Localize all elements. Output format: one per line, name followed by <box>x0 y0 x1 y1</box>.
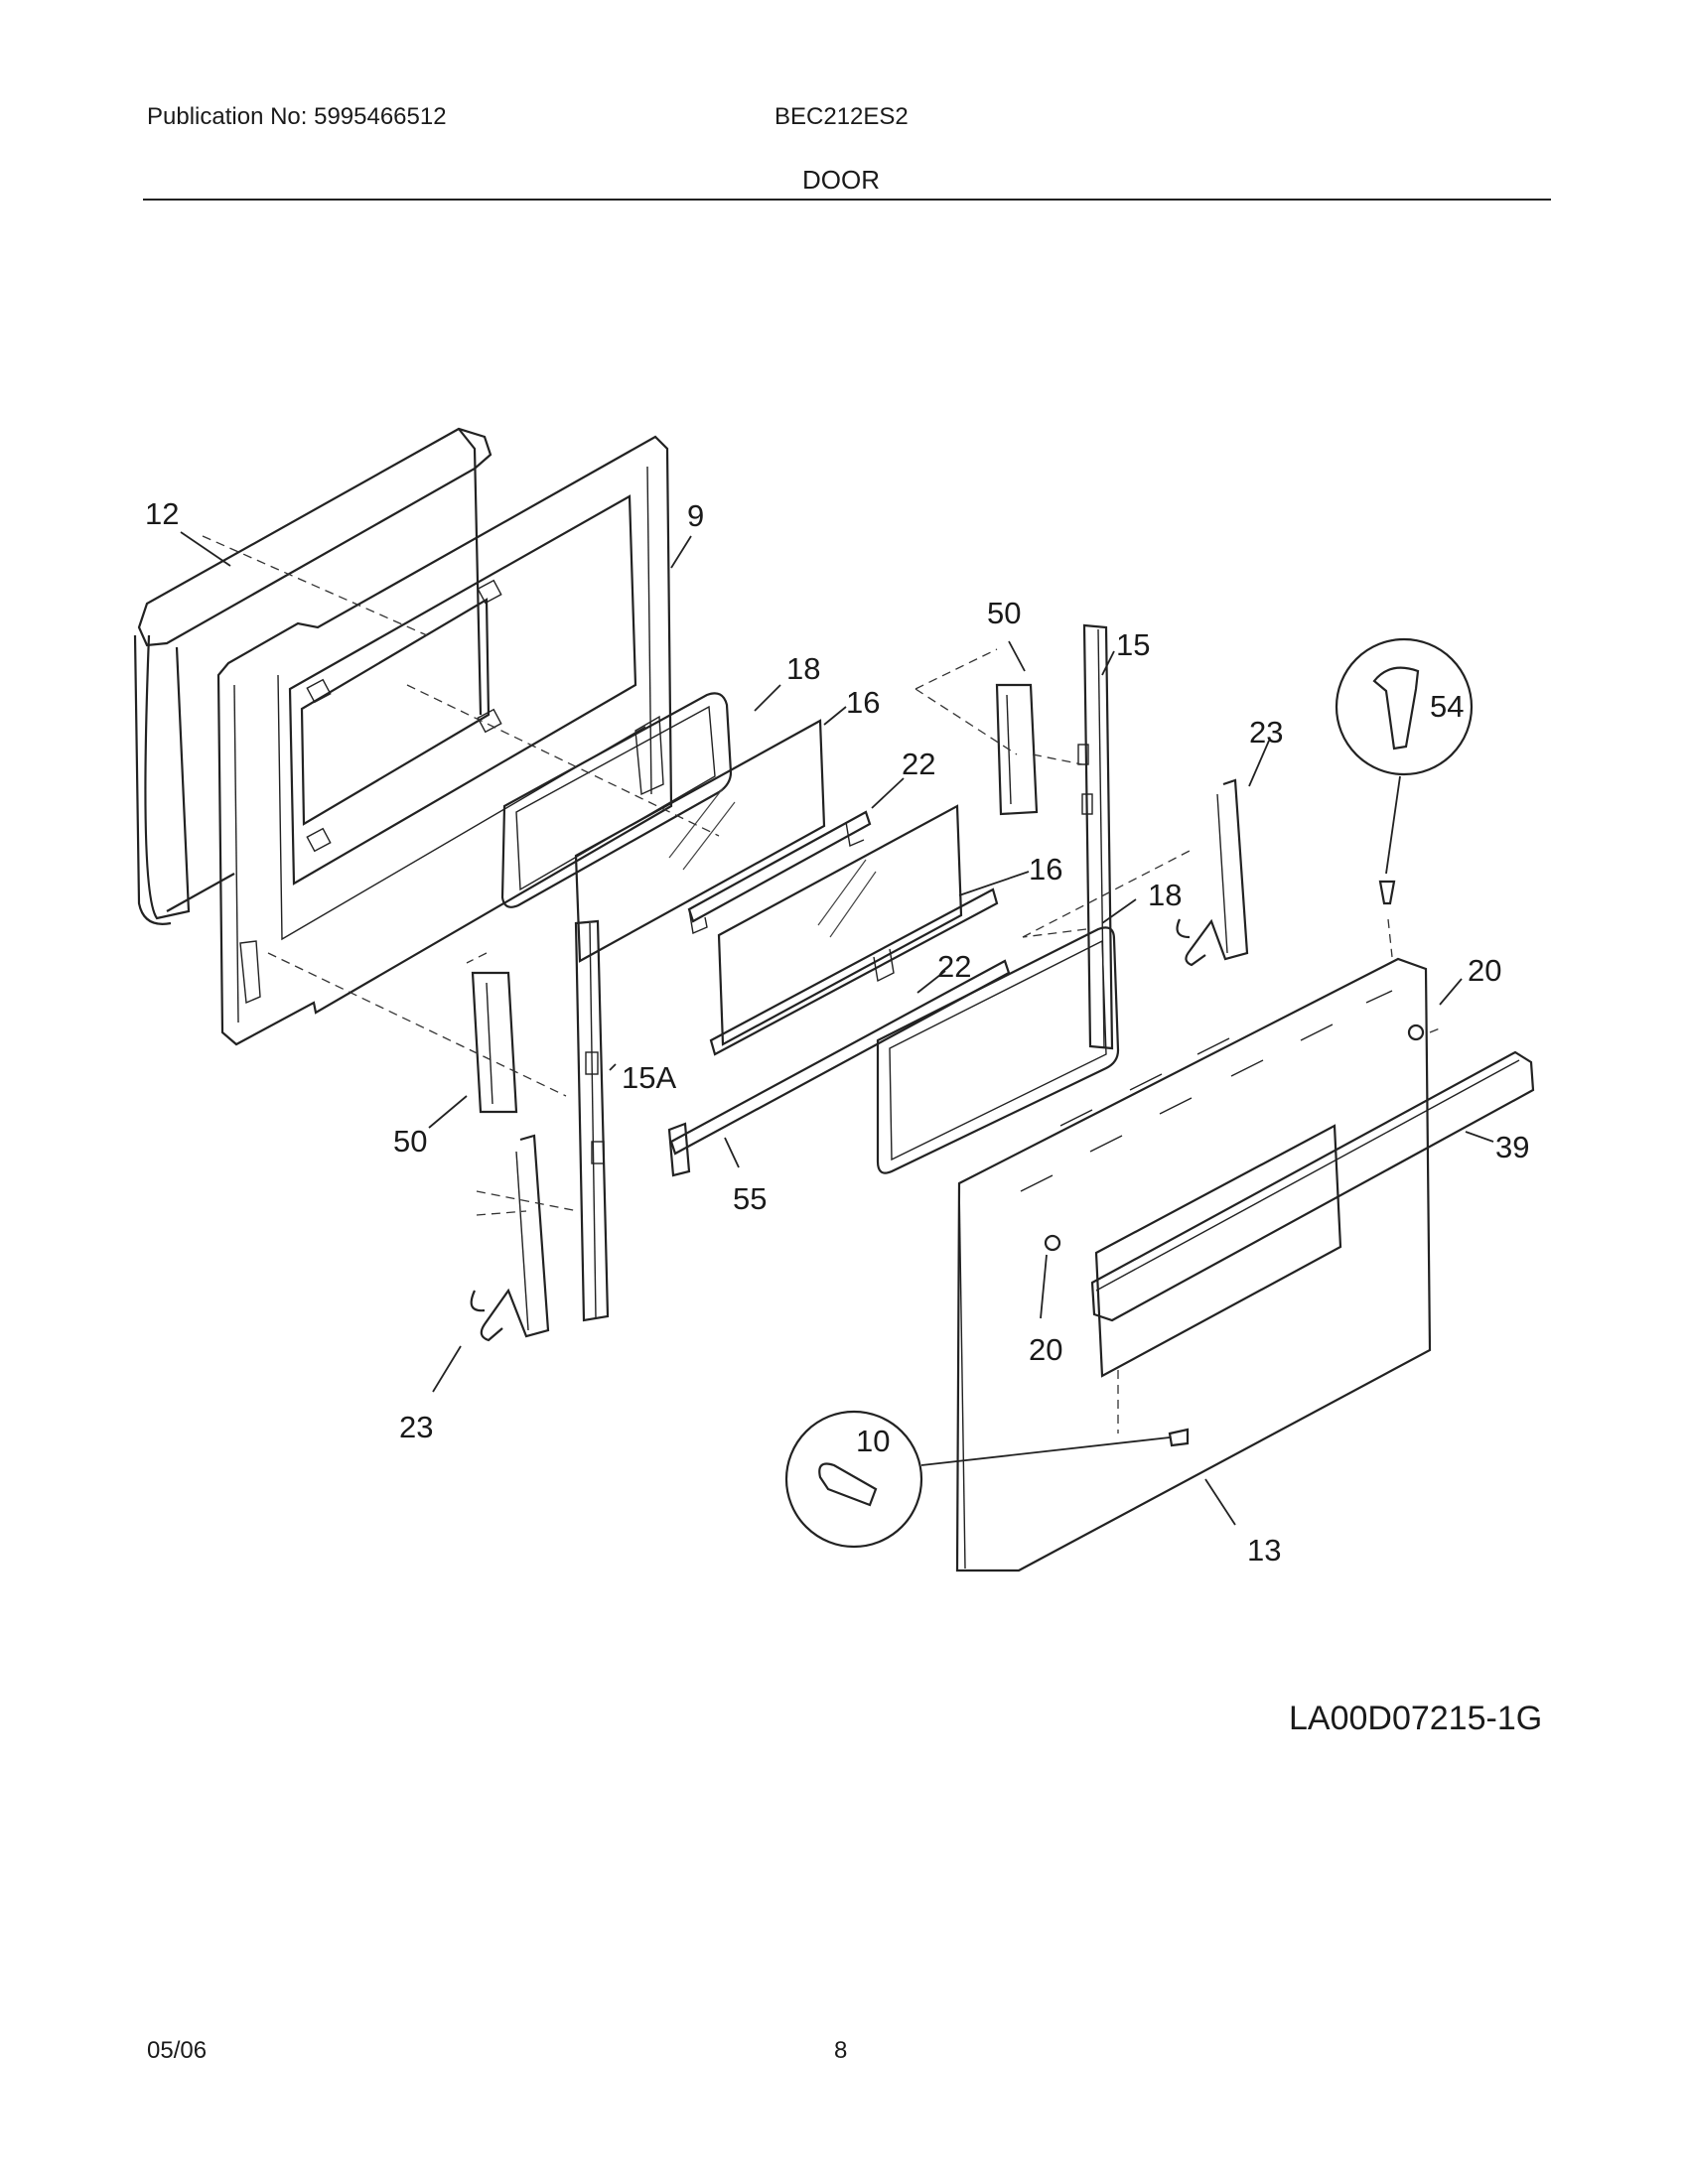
callout-55: 55 <box>733 1181 767 1216</box>
callout-23: 23 <box>399 1410 433 1444</box>
footer-date: 05/06 <box>147 2037 208 2064</box>
header-divider <box>143 199 1551 201</box>
model-number: BEC212ES2 <box>774 103 909 130</box>
callout-20: 20 <box>1029 1332 1062 1367</box>
part-55-rail <box>667 959 1011 1177</box>
part-22-bracket-upper <box>687 810 872 934</box>
callout-22: 22 <box>937 949 971 984</box>
callout-50: 50 <box>393 1124 427 1159</box>
callout-18: 18 <box>1148 878 1182 912</box>
part-20-spacer-right <box>1407 1024 1425 1041</box>
callout-50: 50 <box>987 596 1021 630</box>
part-15-right-channel <box>1077 623 1114 1050</box>
part-9-inner-liner <box>216 435 673 1046</box>
callout-16: 16 <box>1029 852 1062 887</box>
callout-20: 20 <box>1468 953 1501 988</box>
part-22-bracket-lower <box>709 887 999 1056</box>
callout-16: 16 <box>846 685 880 720</box>
part-23-hinge-left <box>470 1134 550 1342</box>
callout-13: 13 <box>1247 1533 1281 1568</box>
part-16-glass-upper <box>574 719 826 963</box>
callout-9: 9 <box>687 498 704 533</box>
part-23-hinge-right <box>1176 778 1249 967</box>
leader-lines <box>180 531 1494 1526</box>
part-12-gasket <box>133 427 492 925</box>
callout-54: 54 <box>1430 689 1464 724</box>
page-number: 8 <box>834 2037 848 2064</box>
callout-labels: 12 9 50 15 18 16 22 54 23 16 18 22 20 15… <box>145 496 1529 1568</box>
callout-18: 18 <box>786 651 820 686</box>
part-39-handle <box>1090 1050 1535 1322</box>
callout-12: 12 <box>145 496 179 531</box>
callout-22: 22 <box>902 747 935 781</box>
callout-10: 10 <box>856 1424 890 1458</box>
part-20-spacer-left <box>1044 1234 1061 1252</box>
part-54-screw-detail <box>1335 637 1474 905</box>
callout-39: 39 <box>1495 1130 1529 1164</box>
part-15A-left-channel <box>574 919 610 1322</box>
part-16-glass-lower <box>717 804 963 1046</box>
drawing-number: LA00D07215-1G <box>1289 1700 1543 1737</box>
assembly-lines <box>202 535 1441 1433</box>
part-10-screw-detail <box>784 1410 1190 1549</box>
section-title: DOOR <box>802 165 880 195</box>
callout-23: 23 <box>1249 715 1283 750</box>
part-18-window-gasket <box>500 692 733 908</box>
callout-15: 15 <box>1116 627 1150 662</box>
part-13-outer-door <box>955 957 1432 1572</box>
part-50-hinge-bracket-left <box>471 971 518 1114</box>
callout-15A: 15A <box>622 1060 676 1095</box>
publication-number: Publication No: 5995466512 <box>147 103 447 130</box>
part-50-hinge-bracket-right <box>995 683 1039 816</box>
